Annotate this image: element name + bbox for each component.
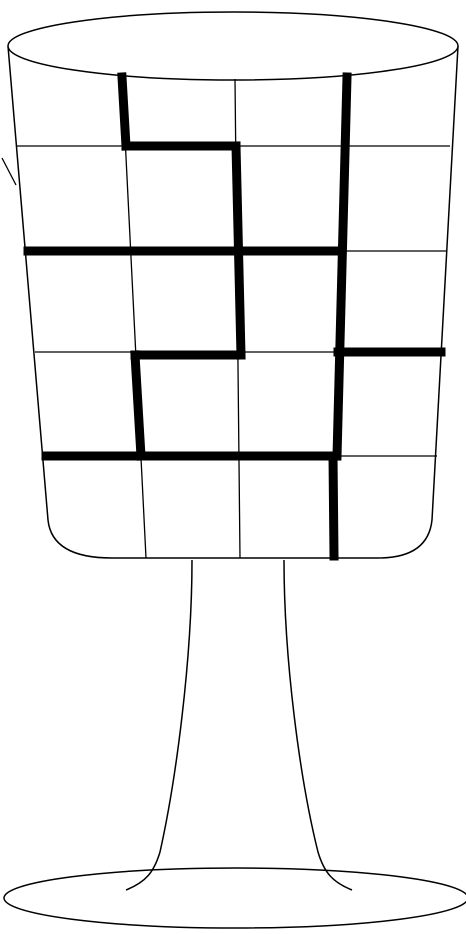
bold-path <box>28 77 441 556</box>
goblet-cup <box>8 46 458 558</box>
bold-segment-10 <box>333 456 334 556</box>
stem-left-outline <box>126 560 192 890</box>
cup-rim <box>8 12 458 80</box>
goblet-stem <box>126 560 352 890</box>
stem-right-outline <box>284 560 352 890</box>
bold-segment-1 <box>122 77 126 146</box>
goblet-base <box>4 868 466 928</box>
pointer-line <box>2 158 16 185</box>
bold-segment-8 <box>337 77 347 456</box>
bold-segment-6 <box>135 355 141 456</box>
cup-body-outline <box>8 46 458 558</box>
